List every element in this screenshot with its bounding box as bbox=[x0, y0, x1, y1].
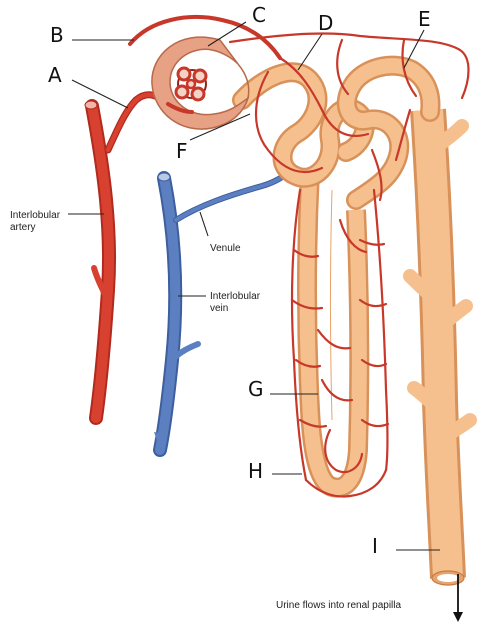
distal-convoluted-tubule bbox=[336, 55, 441, 210]
label-f: F bbox=[176, 113, 251, 163]
interlobular-vein bbox=[153, 167, 295, 457]
label-c-text: C bbox=[252, 3, 266, 27]
label-a-text: A bbox=[48, 63, 62, 87]
label-h: H bbox=[248, 459, 302, 483]
label-c: C bbox=[207, 3, 266, 47]
caption-interlobular-artery: Interlobular artery bbox=[10, 210, 104, 233]
label-i-text: I bbox=[372, 534, 378, 558]
label-d: D bbox=[297, 11, 333, 71]
label-g: G bbox=[248, 377, 318, 401]
label-g-text: G bbox=[248, 377, 264, 401]
caption-vein-line1: Interlobular bbox=[210, 291, 261, 302]
caption-artery-line2: artery bbox=[10, 222, 36, 233]
caption-venule-text: Venule bbox=[210, 243, 241, 254]
caption-urine-flow: Urine flows into renal papilla bbox=[276, 574, 463, 622]
loop-of-henle bbox=[297, 169, 370, 498]
efferent-arteriole bbox=[128, 15, 282, 114]
label-f-text: F bbox=[176, 139, 188, 163]
label-h-text: H bbox=[248, 459, 263, 483]
label-i: I bbox=[372, 534, 440, 558]
urine-flow-arrowhead-icon bbox=[453, 612, 463, 622]
label-b: B bbox=[50, 23, 134, 47]
caption-urine-flow-text: Urine flows into renal papilla bbox=[276, 600, 402, 611]
label-d-text: D bbox=[318, 11, 333, 35]
interlobular-artery bbox=[84, 91, 172, 425]
caption-vein-line2: vein bbox=[210, 303, 228, 314]
label-a: A bbox=[48, 63, 129, 109]
glomerulus bbox=[174, 66, 208, 102]
label-e-text: E bbox=[418, 7, 431, 31]
collecting-duct bbox=[403, 108, 477, 586]
caption-interlobular-vein: Interlobular vein bbox=[178, 291, 261, 314]
caption-venule: Venule bbox=[199, 211, 241, 254]
label-b-text: B bbox=[50, 23, 64, 47]
peritubular-capillaries bbox=[228, 32, 470, 498]
caption-artery-line1: Interlobular bbox=[10, 210, 61, 221]
label-e: E bbox=[403, 7, 431, 69]
